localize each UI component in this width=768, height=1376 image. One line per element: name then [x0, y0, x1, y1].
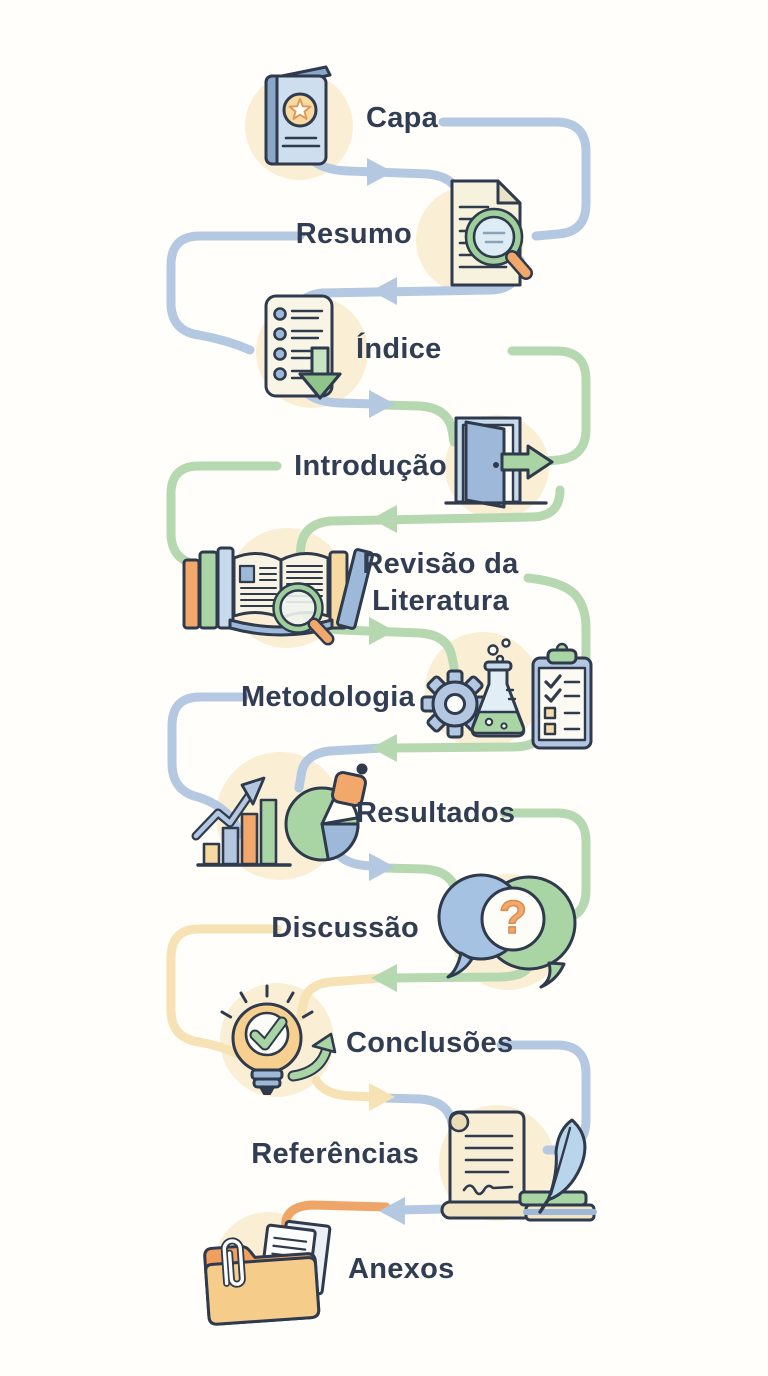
arrow-left-icon: [371, 734, 397, 762]
checklist-down-arrow-icon: [264, 294, 342, 400]
step-label-anexos: Anexos: [348, 1253, 455, 1285]
chat-question-icon: ?: [437, 873, 577, 989]
arrow-left-icon: [379, 1197, 405, 1225]
arrow-right-icon: [367, 158, 393, 186]
bar-chart-pie-icon: [191, 763, 368, 867]
step-label-metodologia: Metodologia: [240, 681, 415, 713]
arrow-right-icon: [369, 1083, 395, 1111]
document-magnifier-icon: [450, 179, 533, 287]
folder-documents-icon: [203, 1219, 332, 1326]
arrow-left-icon: [371, 964, 397, 992]
step-label-referencias: Referências: [251, 1138, 419, 1170]
open-door-arrow-icon: [444, 416, 554, 509]
book-cover-icon: [264, 65, 332, 166]
arrow-left-icon: [371, 277, 397, 305]
scroll-quill-books-icon: [440, 1110, 597, 1222]
arrow-right-icon: [369, 853, 395, 881]
step-label-resultados: Resultados: [356, 797, 516, 829]
step-label-conclusoes: Conclusões: [346, 1027, 514, 1059]
arrow-left-icon: [371, 505, 397, 533]
lightbulb-check-icon: [220, 984, 337, 1095]
step-label-capa: Capa: [366, 102, 439, 134]
flow-arrowheads: [367, 158, 405, 1225]
svg-text:?: ?: [499, 891, 527, 943]
arrow-right-icon: [369, 617, 395, 645]
gear-flask-clipboard-icon: [420, 638, 593, 750]
step-label-discussao: Discussão: [271, 912, 419, 944]
books-magnifier-icon: [182, 546, 375, 646]
step-label-resumo: Resumo: [295, 218, 412, 250]
step-label-introducao: Introdução: [294, 450, 447, 482]
step-label-indice: Índice: [356, 333, 442, 365]
arrow-right-icon: [369, 390, 395, 418]
